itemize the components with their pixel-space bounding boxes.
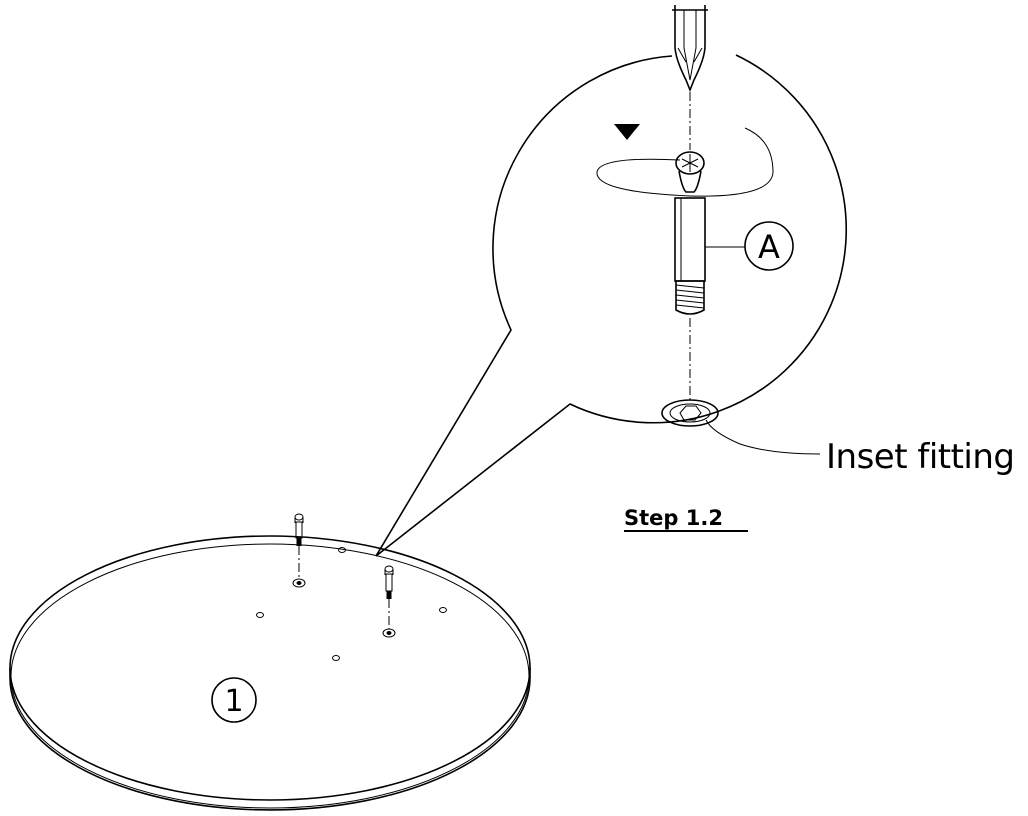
table-top-bevel <box>10 543 530 809</box>
inset-fitting-label: Inset fitting <box>826 437 1015 477</box>
step-label-group: Step 1.2 <box>624 506 748 532</box>
table-top-holes <box>256 547 447 661</box>
magnified-callout: A <box>375 5 848 557</box>
component-number-callout: 1 <box>211 677 257 723</box>
connector-bolt-a <box>674 151 745 315</box>
table-top <box>9 535 531 811</box>
rotation-arrow-icon <box>596 124 774 197</box>
part-callout-a-text: A <box>758 228 780 266</box>
table-top-edge <box>9 668 531 811</box>
inset-fitting <box>661 399 821 455</box>
small-bolt-right <box>382 565 396 638</box>
part-callout-a: A <box>744 221 794 271</box>
step-label: Step 1.2 <box>624 506 723 530</box>
component-number-text: 1 <box>224 684 243 719</box>
callout-bubble <box>375 54 848 557</box>
small-bolt-left <box>292 513 306 588</box>
table-top-surface <box>9 535 531 801</box>
screwdriver-icon <box>672 5 708 93</box>
